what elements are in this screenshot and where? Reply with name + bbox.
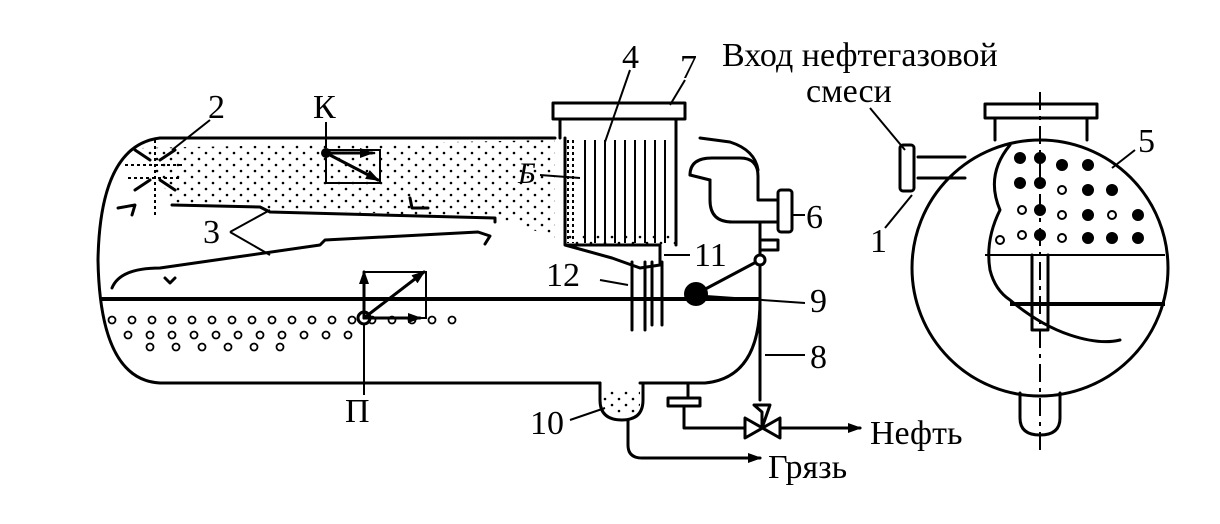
cross-section-drop bbox=[1034, 177, 1046, 189]
oil-outlet bbox=[666, 381, 862, 440]
bubble bbox=[247, 315, 257, 325]
cross-section-drop bbox=[1057, 185, 1067, 195]
vessel-circle bbox=[910, 138, 1170, 398]
cross-section-drop bbox=[1017, 230, 1027, 240]
cross-section-drop bbox=[1014, 152, 1026, 164]
bubble bbox=[277, 330, 287, 340]
label-p: П bbox=[345, 393, 370, 430]
bubble bbox=[207, 315, 217, 325]
inlet-chamber bbox=[551, 101, 687, 332]
label-inlet-line1: Вход нефтегазовой bbox=[722, 37, 998, 74]
label-4: 4 bbox=[622, 39, 639, 76]
cross-section-drop bbox=[1034, 204, 1046, 216]
bubble bbox=[321, 330, 331, 340]
label-12: 12 bbox=[546, 257, 580, 294]
bubble bbox=[299, 330, 309, 340]
droplet-eliminator bbox=[116, 140, 185, 218]
gas-space bbox=[140, 140, 555, 238]
bubble bbox=[189, 330, 199, 340]
droplet-velocity-vectors bbox=[356, 270, 427, 395]
bubble bbox=[171, 342, 181, 352]
bubble bbox=[227, 315, 237, 325]
bubble bbox=[187, 315, 197, 325]
bubble bbox=[233, 330, 243, 340]
bubble bbox=[167, 315, 177, 325]
label-inlet-line2: смеси bbox=[806, 73, 892, 110]
bubble bbox=[327, 315, 337, 325]
bubble bbox=[145, 342, 155, 352]
cross-section-drop bbox=[1057, 210, 1067, 220]
gas-velocity-vectors bbox=[321, 148, 381, 184]
label-9: 9 bbox=[810, 283, 827, 320]
cross-section-drop bbox=[1107, 210, 1117, 220]
bubble bbox=[147, 315, 157, 325]
bubble bbox=[307, 315, 317, 325]
cross-section-drop bbox=[1082, 209, 1094, 221]
bubble bbox=[107, 315, 117, 325]
cross-section-view bbox=[869, 92, 1170, 450]
bubble bbox=[211, 330, 221, 340]
bubble bbox=[447, 315, 457, 325]
bubble bbox=[197, 342, 207, 352]
cross-section-drop bbox=[1082, 184, 1094, 196]
cross-section-drop bbox=[1082, 232, 1094, 244]
bubble bbox=[267, 315, 277, 325]
cross-section-drop bbox=[1014, 177, 1026, 189]
bubble bbox=[255, 330, 265, 340]
bubble bbox=[343, 330, 353, 340]
cross-section-drop bbox=[1132, 209, 1144, 221]
bubble bbox=[145, 330, 155, 340]
label-11: 11 bbox=[694, 237, 727, 274]
bubble bbox=[249, 342, 259, 352]
cross-section-drop bbox=[1034, 229, 1046, 241]
cross-section-drop bbox=[1082, 159, 1094, 171]
cross-section-drop bbox=[1034, 152, 1046, 164]
labels: 2 К 3 4 7 Б 6 11 12 9 8 П 10 Нефть Грязь… bbox=[203, 37, 1155, 486]
label-6: 6 bbox=[806, 199, 823, 236]
bubble bbox=[167, 330, 177, 340]
bubble bbox=[287, 315, 297, 325]
cross-section-drop bbox=[1057, 233, 1067, 243]
control-valve bbox=[743, 416, 782, 440]
bubble bbox=[123, 330, 133, 340]
cross-section-drop bbox=[1017, 205, 1027, 215]
bubble bbox=[275, 342, 285, 352]
label-3: 3 bbox=[203, 214, 220, 251]
cross-section-drop bbox=[1132, 232, 1144, 244]
level-control bbox=[684, 253, 767, 402]
label-mud: Грязь bbox=[768, 449, 847, 486]
label-b: Б bbox=[517, 157, 536, 190]
cross-section-drop bbox=[1056, 159, 1068, 171]
label-k: К bbox=[313, 89, 336, 126]
cross-section-drop bbox=[1106, 232, 1118, 244]
label-10: 10 bbox=[530, 405, 564, 442]
label-oil: Нефть bbox=[870, 415, 962, 452]
side-inlet-flange bbox=[898, 143, 916, 193]
label-8: 8 bbox=[810, 339, 827, 376]
bubble bbox=[347, 315, 357, 325]
leader-lines bbox=[171, 69, 806, 421]
label-2: 2 bbox=[208, 89, 225, 126]
cross-section-drop bbox=[1106, 184, 1118, 196]
label-5: 5 bbox=[1138, 123, 1155, 160]
cross-section-drop bbox=[995, 235, 1005, 245]
mud-sump bbox=[598, 381, 762, 463]
inclined-shelves bbox=[110, 196, 497, 290]
bubble bbox=[427, 315, 437, 325]
inlet-flange bbox=[776, 188, 794, 234]
inlet-pipe bbox=[688, 156, 794, 252]
gas-bubbles bbox=[107, 315, 457, 352]
bubble bbox=[127, 315, 137, 325]
label-7: 7 bbox=[680, 49, 697, 86]
mesh-packing bbox=[584, 140, 666, 243]
bubble bbox=[223, 342, 233, 352]
label-1: 1 bbox=[870, 223, 887, 260]
